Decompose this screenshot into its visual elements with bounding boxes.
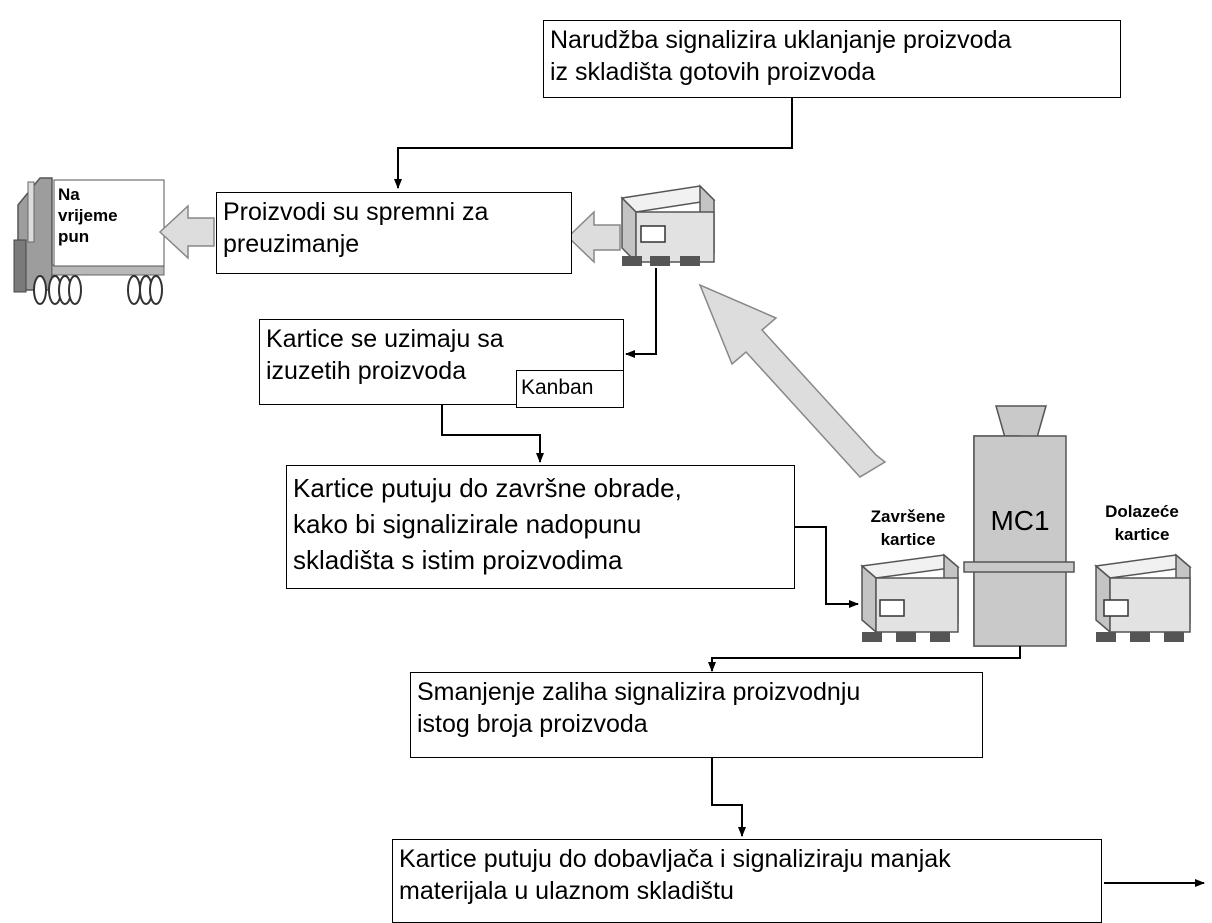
- order-signal-box: Narudžba signalizira uklanjanje proizvod…: [543, 20, 1121, 98]
- connectors: [394, 98, 1205, 887]
- connector-stock-to-supplier: [711, 758, 746, 837]
- truck-icon: [13, 177, 165, 305]
- finished-cards-container-icon: [860, 553, 960, 642]
- big-arrow-to-truck: [158, 204, 215, 260]
- machine-label: MC1: [990, 505, 1050, 536]
- products-ready-box: Proizvodi su spremni za preuzimanje: [216, 192, 572, 274]
- connector-machine-to-stock: [708, 646, 1021, 672]
- kanban-card: Kanban: [516, 370, 624, 408]
- finished-cards-label: Završene kartice: [870, 507, 946, 549]
- big-arrow-to-ready: [566, 210, 621, 264]
- incoming-cards-label: Dolazeće kartice: [1105, 502, 1179, 544]
- machine-icon: [963, 405, 1075, 647]
- connector-container-to-cards: [625, 268, 657, 358]
- cards-travel-supplier-box: Kartice putuju do dobavljača i signalizi…: [392, 839, 1102, 923]
- connector-cards-to-finishing: [441, 404, 544, 463]
- connector-finishing-to-container: [794, 526, 859, 608]
- finished-goods-container-icon: [620, 184, 716, 266]
- truck-label: Na vrijeme pun: [58, 185, 118, 246]
- stock-reduction-box: Smanjenje zaliha signalizira proizvodnju…: [410, 672, 983, 758]
- connector-order-to-ready: [394, 98, 793, 189]
- big-arrow-replenish: [698, 283, 887, 478]
- cards-travel-finishing-box: Kartice putuju do završne obrade, kako b…: [286, 465, 795, 589]
- incoming-cards-container-icon: [1094, 553, 1192, 642]
